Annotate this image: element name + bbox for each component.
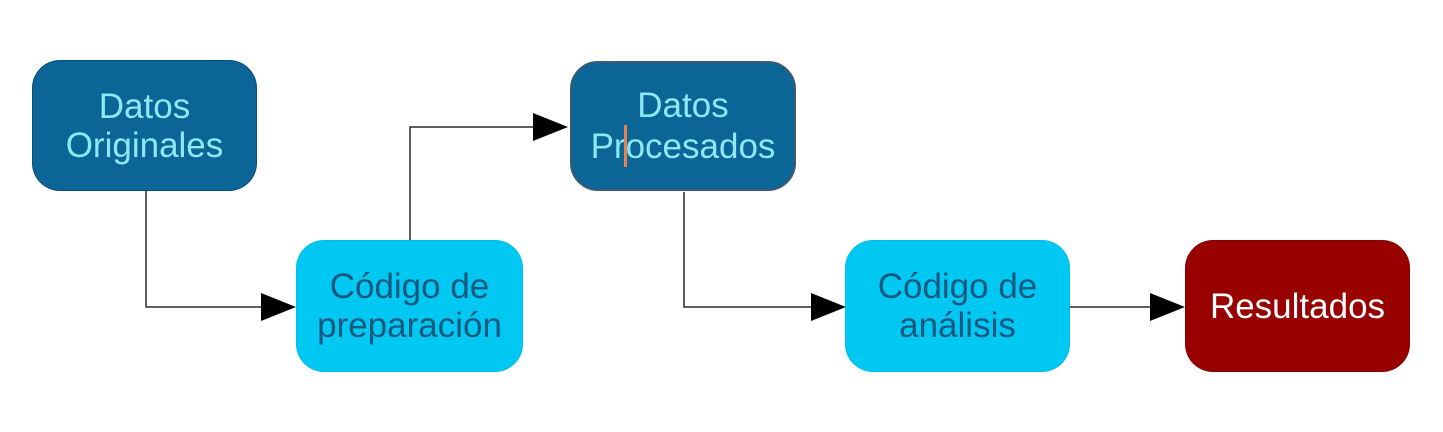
arrowhead-icon bbox=[1150, 293, 1185, 321]
node-label-line: Resultados bbox=[1209, 286, 1386, 326]
arrowhead-icon bbox=[533, 113, 568, 141]
connector-preparacion-to-procesados[interactable] bbox=[409, 113, 568, 240]
node-resultados[interactable]: Resultados bbox=[1185, 240, 1410, 372]
connector-procesados-to-analisis[interactable] bbox=[683, 192, 846, 321]
node-label-line: análisis bbox=[899, 306, 1016, 345]
node-label-line: Originales bbox=[65, 125, 224, 165]
node-datos-procesados[interactable]: Datos Procesados bbox=[570, 61, 796, 191]
text-cursor bbox=[624, 124, 627, 167]
node-codigo-preparacion[interactable]: Código de preparación bbox=[296, 240, 523, 372]
node-label-line: Procesados bbox=[590, 124, 776, 167]
node-label-line: preparación bbox=[317, 306, 502, 345]
node-codigo-analisis[interactable]: Código de análisis bbox=[845, 240, 1070, 372]
arrowhead-icon bbox=[811, 293, 846, 321]
node-label-line: Código de bbox=[329, 267, 490, 306]
connector-originales-to-preparacion[interactable] bbox=[145, 191, 296, 321]
node-datos-originales[interactable]: Datos Originales bbox=[32, 60, 257, 191]
arrowhead-icon bbox=[261, 293, 296, 321]
node-label-line: Datos bbox=[98, 86, 191, 126]
node-label-line: Código de bbox=[877, 267, 1038, 306]
node-label-line: Datos bbox=[637, 85, 729, 125]
connector-analisis-to-resultados[interactable] bbox=[1070, 293, 1185, 321]
